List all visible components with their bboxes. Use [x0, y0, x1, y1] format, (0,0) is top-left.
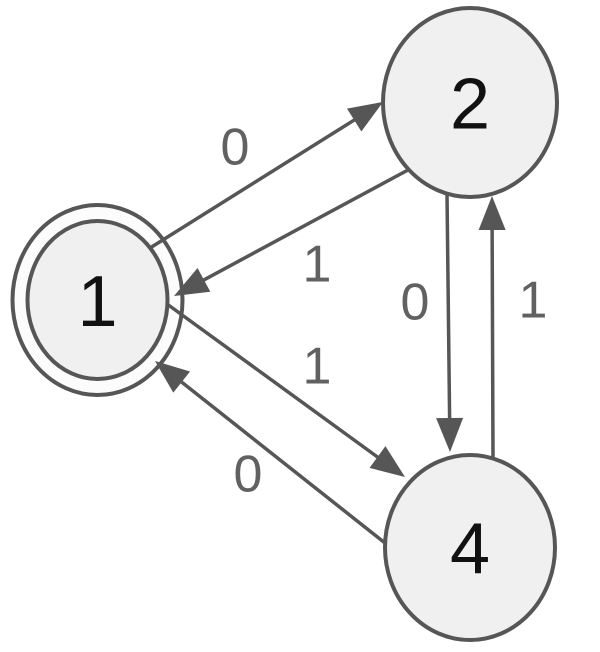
transition-1-to-2: 0	[149, 102, 383, 250]
transition-symbol-label: 0	[234, 446, 263, 504]
transition-line	[165, 302, 382, 461]
transition-line	[177, 378, 387, 545]
arrowhead-icon	[155, 361, 191, 393]
transition-line	[445, 193, 452, 423]
transition-4-to-2: 1	[478, 196, 548, 458]
state-label: 2	[450, 64, 490, 144]
arrowhead-icon	[436, 417, 464, 452]
transition-line	[199, 168, 409, 284]
state-circle	[383, 453, 557, 642]
transition-2-to-1: 1	[174, 168, 409, 296]
arrowhead-icon	[369, 446, 405, 477]
transition-line	[490, 225, 495, 458]
state-node-1: 1	[10, 203, 185, 397]
state-node-4: 4	[383, 453, 557, 642]
transition-4-to-1: 0	[155, 361, 387, 545]
transition-line	[149, 116, 359, 250]
state-circle	[381, 6, 559, 199]
transition-symbol-label: 1	[303, 236, 332, 294]
transition-symbol-label: 0	[221, 119, 250, 177]
state-label: 1	[77, 262, 117, 342]
state-label: 4	[450, 509, 490, 589]
state-circle	[25, 219, 170, 381]
arrowhead-icon	[478, 196, 506, 231]
transition-1-to-4: 1	[165, 302, 405, 477]
state-node-2: 2	[381, 6, 559, 199]
transition-symbol-label: 0	[401, 274, 430, 332]
arrowhead-icon	[347, 102, 383, 132]
arrowhead-icon	[174, 267, 211, 296]
transition-symbol-label: 1	[303, 338, 332, 396]
transition-symbol-label: 1	[519, 272, 548, 330]
transition-2-to-4: 0	[401, 193, 464, 452]
